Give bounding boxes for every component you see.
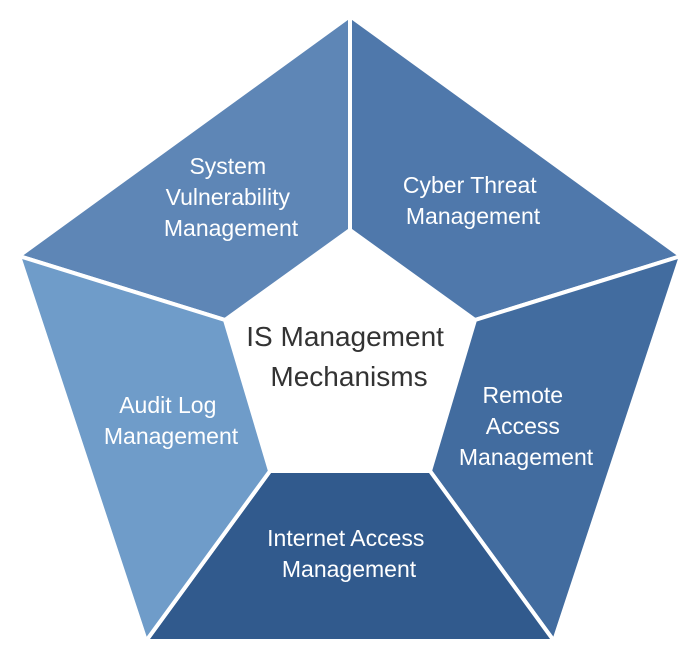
label-remote-access-line-1: Remote xyxy=(483,382,564,408)
center-title-line-2: Mechanisms xyxy=(270,361,427,392)
label-remote-access: Remote Access Management xyxy=(459,382,594,470)
label-cyber-threat-line-1: Cyber Threat xyxy=(403,172,537,198)
label-internet-access: Internet Access Management xyxy=(267,525,431,582)
label-remote-access-line-2: Access xyxy=(486,413,560,439)
center-title: IS Management Mechanisms xyxy=(246,321,451,392)
center-title-line-1: IS Management xyxy=(246,321,444,352)
label-audit-log-line-1: Audit Log xyxy=(119,392,216,418)
label-audit-log: Audit Log Management xyxy=(104,392,239,449)
label-system-vulnerability-line-3: Management xyxy=(164,215,299,241)
label-system-vulnerability-line-1: System xyxy=(189,153,266,179)
label-cyber-threat-line-2: Management xyxy=(406,203,541,229)
label-internet-access-line-1: Internet Access xyxy=(267,525,424,551)
center-pentagon xyxy=(225,230,475,471)
label-cyber-threat: Cyber Threat Management xyxy=(403,172,543,229)
label-system-vulnerability-line-2: Vulnerability xyxy=(166,184,291,210)
label-remote-access-line-3: Management xyxy=(459,444,594,470)
label-audit-log-line-2: Management xyxy=(104,423,239,449)
label-internet-access-line-2: Management xyxy=(282,556,417,582)
label-system-vulnerability: System Vulnerability Management xyxy=(164,153,299,241)
